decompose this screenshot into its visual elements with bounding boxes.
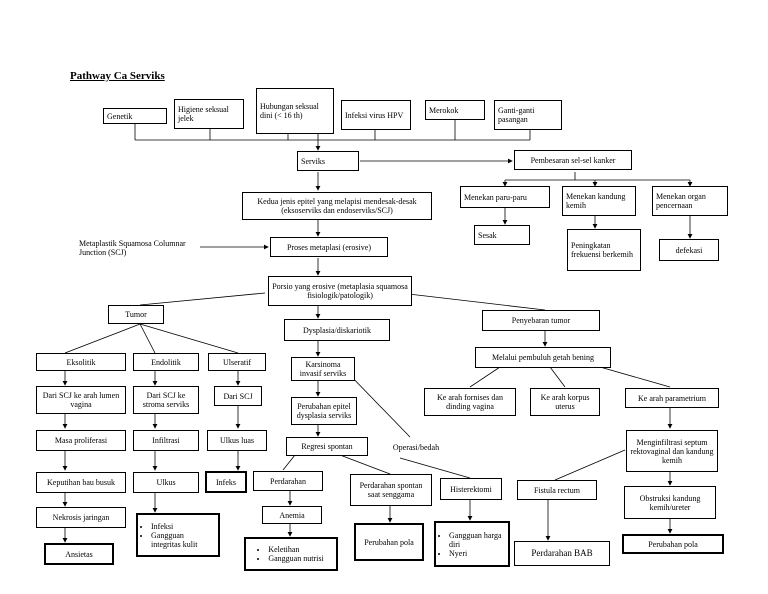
list-item: Gangguan harga diri bbox=[449, 531, 505, 549]
node-hpv: Infeksi virus HPV bbox=[341, 100, 411, 130]
node-tumor: Tumor bbox=[108, 305, 164, 324]
node-anemia: Anemia bbox=[262, 506, 322, 524]
node-kedua: Kedua jenis epitel yang melapisi mendesa… bbox=[242, 192, 432, 220]
node-higiene: Higiene seksual jelek bbox=[174, 99, 244, 129]
node-ulseratif: Ulseratif bbox=[208, 353, 266, 371]
node-sesak: Sesak bbox=[474, 225, 530, 245]
node-ganti: Ganti-ganti pasangan bbox=[494, 100, 562, 130]
node-metaplastik: Metaplastik Squamosa Columnar Junction (… bbox=[79, 239, 186, 257]
node-perdarahan-spontan: Perdarahan spontan saat senggama bbox=[350, 474, 432, 506]
page-title: Pathway Ca Serviks bbox=[70, 70, 165, 82]
node-merokok: Merokok bbox=[425, 100, 485, 120]
node-scj-lumen: Dari SCJ ke arah lumen vagina bbox=[36, 386, 126, 414]
node-organ: Menekan organ pencernaan bbox=[652, 186, 728, 216]
node-dysplasia: Dysplasia/diskariotik bbox=[284, 319, 390, 341]
node-regresi: Regresi spontan bbox=[286, 437, 368, 456]
node-obstruksi: Obstruksi kandung kemih/ureter bbox=[624, 486, 716, 519]
node-endolitik: Endolitik bbox=[133, 353, 199, 371]
node-perubahan-epitel: Perubahan epitel dysplasia serviks bbox=[291, 397, 357, 425]
node-nekrosis: Nekrosis jaringan bbox=[36, 507, 126, 528]
node-ulkus-luas: Ulkus luas bbox=[207, 430, 267, 451]
node-ansietas: Ansietas bbox=[44, 543, 114, 565]
node-defekasi: defekasi bbox=[659, 239, 719, 261]
node-fistula: Fistula rectum bbox=[517, 480, 597, 500]
node-korpus: Ke arah korpus uterus bbox=[530, 388, 600, 416]
node-masa: Masa proliferasi bbox=[36, 430, 126, 451]
node-parametrium: Ke arah parametrium bbox=[625, 388, 719, 408]
node-serviks: Serviks bbox=[297, 151, 359, 171]
node-genetik: Genetik bbox=[103, 108, 167, 124]
list-item: Gangguan integritas kulit bbox=[151, 531, 215, 549]
node-kandung: Menekan kandung kemih bbox=[562, 186, 636, 216]
list-item: Infeksi bbox=[151, 522, 215, 531]
node-perdarahan-bab: Perdarahan BAB bbox=[514, 541, 610, 566]
node-hubungan: Hubungan seksual dini (< 16 th) bbox=[256, 88, 334, 134]
node-scj: Dari SCJ bbox=[214, 386, 262, 406]
node-perdarahan: Perdarahan bbox=[253, 471, 323, 491]
node-histerektomi: Histerektomi bbox=[440, 478, 502, 500]
node-proses: Proses metaplasi (erosive) bbox=[270, 237, 388, 257]
node-histerektomi-outcomes: Gangguan harga diri Nyeri bbox=[434, 521, 510, 567]
node-infiltrasi: Infiltrasi bbox=[133, 430, 199, 451]
node-infeks: Infeks bbox=[205, 471, 247, 493]
node-eksolitik: Eksolitik bbox=[36, 353, 126, 371]
node-porsio: Porsio yang erosive (metaplasia squamosa… bbox=[268, 276, 412, 306]
node-keputihan: Keputihan bau busuk bbox=[36, 472, 126, 493]
list-item: Keletihan bbox=[268, 545, 323, 554]
node-peningkatan: Peningkatan frekuensi berkemih bbox=[567, 229, 641, 271]
node-fornises: Ke arah fornises dan dinding vagina bbox=[424, 388, 516, 416]
node-scj-stroma: Dari SCJ ke stroma serviks bbox=[133, 386, 199, 414]
node-paru: Menekan paru-paru bbox=[460, 186, 550, 208]
list-item: Nyeri bbox=[449, 549, 505, 558]
node-operasi: Operasi/bedah bbox=[392, 442, 440, 452]
node-perubahan-pola-1: Perubahan pola bbox=[354, 523, 424, 561]
node-pembesaran: Pembesaran sel-sel kanker bbox=[514, 150, 632, 170]
node-menginfiltrasi: Menginfiltrasi septum rektovaginal dan k… bbox=[626, 430, 718, 472]
list-item: Gangguan nutrisi bbox=[268, 554, 323, 563]
node-perubahan-pola-2: Perubahan pola bbox=[622, 534, 724, 554]
node-karsinoma: Karsinoma invasif serviks bbox=[291, 357, 355, 381]
node-anemia-outcomes: Keletihan Gangguan nutrisi bbox=[244, 537, 338, 571]
node-ulkus-outcomes: Infeksi Gangguan integritas kulit bbox=[136, 513, 220, 557]
node-penyebaran: Penyebaran tumor bbox=[482, 310, 600, 331]
node-melalui: Melalui pembuluh getah bening bbox=[475, 347, 611, 368]
node-ulkus: Ulkus bbox=[133, 472, 199, 493]
